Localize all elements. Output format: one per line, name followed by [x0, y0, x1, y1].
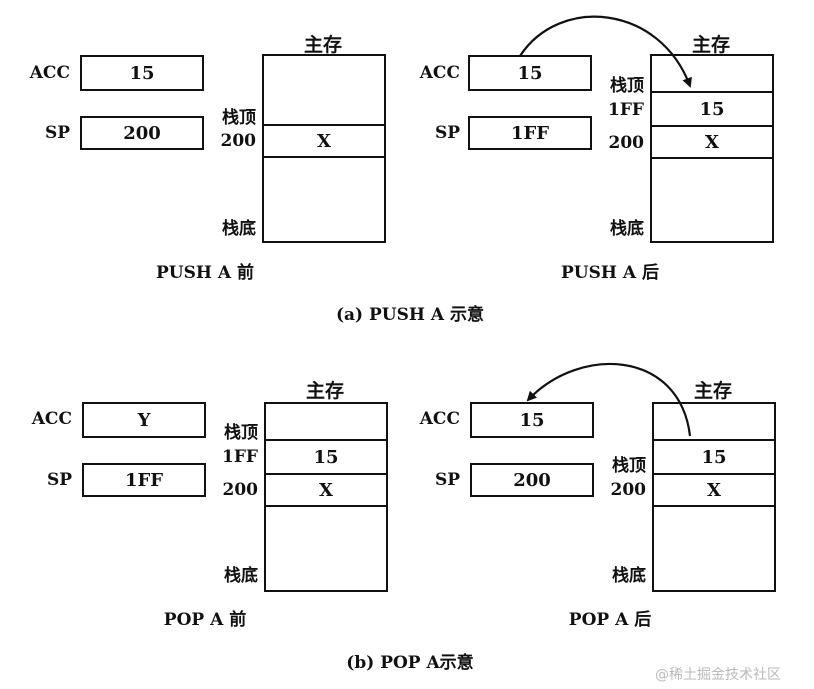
- acc-register: 15: [468, 55, 592, 91]
- stack-bottom-label: 栈底: [612, 566, 646, 586]
- memory-block: X: [262, 54, 386, 243]
- memory-cell-1ff: 15: [652, 91, 772, 125]
- memory-title: 主存: [691, 34, 730, 56]
- acc-register: 15: [80, 55, 204, 91]
- memory-cell-1ff: 15: [654, 439, 774, 473]
- address-200-label: 200: [608, 133, 645, 153]
- memory-title: 主存: [305, 380, 344, 402]
- sp-label: SP: [44, 123, 70, 143]
- acc-label: ACC: [419, 409, 460, 429]
- sp-register: 1FF: [82, 463, 206, 497]
- push-before-caption: PUSH A 前: [156, 263, 254, 283]
- memory-block: 15 X: [264, 402, 388, 592]
- acc-label: ACC: [419, 63, 460, 83]
- figure-caption-a: (a) PUSH A 示意: [336, 305, 484, 325]
- memory-title: 主存: [303, 34, 342, 56]
- sp-register: 200: [80, 116, 204, 150]
- address-1ff-label: 1FF: [608, 100, 644, 120]
- address-200-label: 200: [220, 131, 257, 151]
- sp-register: 200: [470, 463, 594, 497]
- stack-top-label: 栈顶: [224, 423, 258, 443]
- acc-register: 15: [470, 402, 594, 438]
- sp-register: 1FF: [468, 116, 592, 150]
- memory-block: 15 X: [650, 54, 774, 243]
- pop-after-caption: POP A 后: [568, 610, 652, 630]
- address-200-label: 200: [222, 480, 259, 500]
- memory-title: 主存: [693, 380, 732, 402]
- sp-label: SP: [434, 470, 460, 490]
- memory-cell-200: X: [266, 473, 386, 507]
- memory-cell-200: X: [652, 125, 772, 159]
- acc-register: Y: [82, 402, 206, 438]
- memory-cell-200: X: [264, 124, 384, 158]
- acc-label: ACC: [31, 409, 72, 429]
- stack-top-label: 栈顶: [222, 108, 256, 128]
- pop-before-caption: POP A 前: [163, 610, 247, 630]
- figure-caption-b: (b) POP A示意: [346, 653, 474, 673]
- memory-cell-200: X: [654, 473, 774, 507]
- memory-cell-1ff: 15: [266, 439, 386, 473]
- sp-label: SP: [434, 123, 460, 143]
- acc-label: ACC: [29, 63, 70, 83]
- stack-top-label: 栈顶: [612, 456, 646, 476]
- stack-bottom-label: 栈底: [222, 219, 256, 239]
- sp-label: SP: [46, 470, 72, 490]
- watermark: @稀土掘金技术社区: [655, 667, 781, 683]
- pop-arrow: [526, 362, 692, 437]
- push-after-caption: PUSH A 后: [561, 263, 659, 283]
- stack-bottom-label: 栈底: [224, 566, 258, 586]
- stack-bottom-label: 栈底: [610, 219, 644, 239]
- stack-top-label: 栈顶: [610, 76, 644, 96]
- push-arrow: [519, 15, 692, 88]
- address-1ff-label: 1FF: [222, 447, 258, 467]
- memory-block: 15 X: [652, 402, 776, 592]
- address-200-label: 200: [610, 480, 647, 500]
